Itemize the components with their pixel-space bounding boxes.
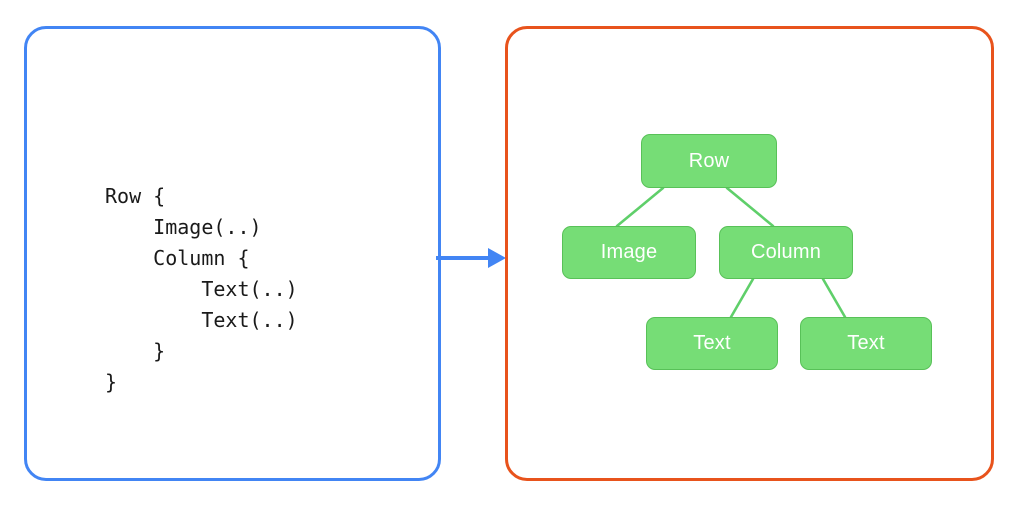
code-snippet: Row { Image(..) Column { Text(..) Text(.… <box>105 184 298 394</box>
edge-row-image <box>615 186 665 228</box>
edge-row-column <box>725 186 775 228</box>
edge-column-text1 <box>729 277 755 319</box>
edge-column-text2 <box>821 277 847 319</box>
tree-node-text-2[interactable]: Text <box>800 317 932 370</box>
tree-node-text-1[interactable]: Text <box>646 317 778 370</box>
transform-arrow <box>436 248 506 268</box>
tree-node-row[interactable]: Row <box>641 134 777 188</box>
tree-node-image[interactable]: Image <box>562 226 696 279</box>
code-panel: Row { Image(..) Column { Text(..) Text(.… <box>24 26 441 481</box>
tree-edges <box>615 186 847 319</box>
tree-node-column[interactable]: Column <box>719 226 853 279</box>
arrow-head <box>488 248 506 268</box>
